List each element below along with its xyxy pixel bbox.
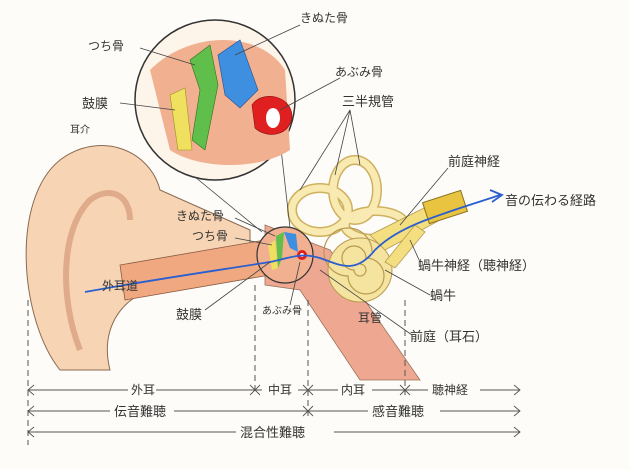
cochlea-shape [323, 227, 393, 303]
label-sound-path: 音の伝わる経路 [505, 193, 596, 209]
sound-path-arrowhead [489, 189, 504, 203]
label-eardrum: 鼓膜 [176, 308, 202, 323]
label-stapes: あぶみ骨 [262, 305, 302, 317]
label-eardrum-zoom: 鼓膜 [82, 97, 108, 112]
label-eustachian-tube: 耳管 [358, 310, 382, 325]
label-vestibular-nerve: 前庭神経 [448, 154, 500, 170]
label-incus: きぬた骨 [176, 209, 224, 223]
region-mixed-hearing-loss: 混合性難聴 [240, 426, 305, 441]
auricle-inner [63, 189, 133, 352]
label-cochlear-nerve: 蝸牛神経（聴神経） [418, 259, 535, 274]
nerve-to-cochlea [384, 224, 426, 269]
region-sensorineural-hearing-loss: 感音難聴 [372, 404, 424, 420]
label-cochlea: 蝸牛 [430, 289, 456, 304]
region-conductive-hearing-loss: 伝音難聴 [114, 404, 166, 420]
label-stapes-zoom: あぶみ骨 [335, 65, 383, 79]
region-labels [110, 382, 480, 438]
leader-lines [119, 24, 449, 336]
auricle-shape [25, 145, 251, 371]
sound-path-line [84, 194, 501, 293]
label-malleus: つち骨 [192, 229, 228, 243]
label-semicircular-canals: 三半規管 [342, 95, 394, 110]
label-vestibule: 前庭（耳石） [410, 329, 488, 345]
region-dividers [27, 285, 406, 445]
region-inner-ear: 内耳 [341, 383, 365, 397]
region-outer-ear: 外耳 [131, 383, 155, 397]
label-malleus-zoom: つち骨 [88, 39, 124, 53]
label-ear-canal: 外耳道 [102, 279, 138, 293]
middle-ear-detail [256, 226, 314, 284]
label-incus-zoom: きぬた骨 [300, 11, 348, 25]
label-auricle: 耳介 [70, 124, 90, 136]
zoomed-ossicles [134, 19, 296, 181]
nerve-end [421, 189, 469, 225]
region-middle-ear: 中耳 [268, 382, 292, 397]
region-auditory-nerve: 聴神経 [432, 383, 468, 397]
